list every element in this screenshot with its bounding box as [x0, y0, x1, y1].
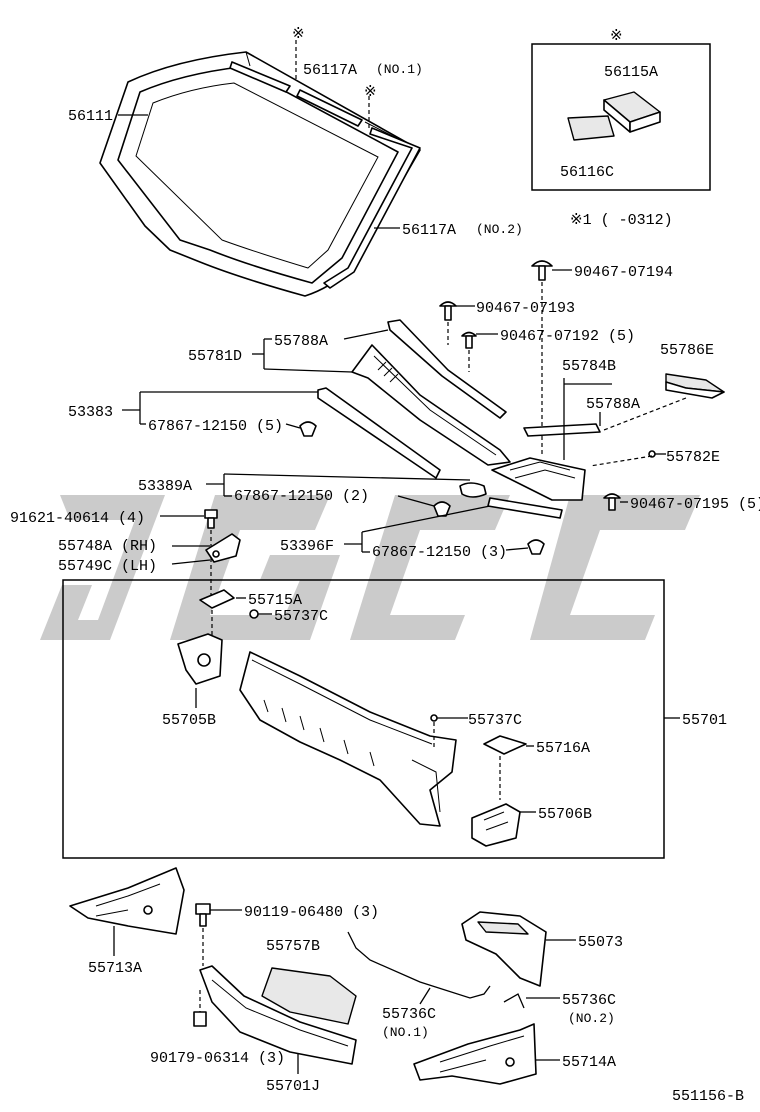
label-91621-40614: 91621-40614 (4) — [10, 510, 145, 527]
label-90179-06314: 90179-06314 (3) — [150, 1050, 285, 1067]
hinge-bracket — [205, 533, 241, 563]
label-55749c: 55749C (LH) — [58, 558, 157, 575]
hood-seal-53389a — [459, 482, 487, 498]
label-55701j: 55701J — [266, 1078, 320, 1095]
label-90467-07195: 90467-07195 (5) — [630, 496, 760, 513]
label-67867-12150-2: 67867-12150 (2) — [234, 488, 369, 505]
label-56111: 56111 — [68, 108, 113, 125]
nut-90179-06314 — [193, 1011, 207, 1027]
label-55737c-a: 55737C — [274, 608, 328, 625]
label-56117a-no2-qual: (NO.2) — [476, 222, 523, 237]
label-55788a-1: 55788A — [274, 333, 328, 350]
cowl-side-55714a — [413, 1023, 537, 1085]
star-mark-1: ※ — [292, 26, 305, 43]
inset-part-56116c — [567, 115, 615, 141]
brace-55706b — [471, 803, 521, 847]
label-55736c-no2: 55736C — [562, 992, 616, 1009]
label-90119-06480: 90119-06480 (3) — [244, 904, 379, 921]
bracket-55715a — [199, 589, 235, 609]
seal-53396f — [487, 497, 563, 519]
label-55748a: 55748A (RH) — [58, 538, 157, 555]
label-55713a: 55713A — [88, 960, 142, 977]
clip-90467-07193 — [439, 301, 457, 321]
cowl-side-55713a — [69, 867, 185, 935]
pipe-no2 — [503, 993, 525, 1009]
inset-box — [531, 43, 711, 191]
label-55073: 55073 — [578, 934, 623, 951]
bracket-55716a — [483, 735, 527, 755]
label-55714a: 55714A — [562, 1054, 616, 1071]
wclip-3 — [527, 539, 545, 555]
wclip-5 — [299, 421, 317, 437]
footnote: ※1 ( -0312) — [570, 212, 673, 229]
molding-no1 — [229, 61, 363, 127]
louver-seal — [387, 319, 507, 419]
pipe-no1 — [347, 931, 491, 999]
label-90467-07192: 90467-07192 (5) — [500, 328, 635, 345]
label-56115a: 56115A — [604, 64, 658, 81]
label-55781d: 55781D — [188, 348, 242, 365]
bolt-90119-06480 — [195, 903, 211, 927]
wclip-2 — [433, 501, 451, 517]
cowl-panel-box — [62, 579, 665, 859]
label-67867-12150-5: 67867-12150 (5) — [148, 418, 283, 435]
label-55737c-b: 55737C — [468, 712, 522, 729]
label-67867-12150-3: 67867-12150 (3) — [372, 544, 507, 561]
weatherstrip-53383 — [317, 387, 441, 479]
vent-seal — [523, 423, 601, 437]
clip-90467-07192 — [461, 331, 477, 349]
label-90467-07194: 90467-07194 — [574, 264, 673, 281]
cowl-lower-55701j — [199, 965, 357, 1065]
bolt-91621-40614 — [204, 509, 218, 529]
molding-no2 — [323, 127, 421, 289]
label-55716a: 55716A — [536, 740, 590, 757]
star-mark-2: ※ — [364, 84, 377, 101]
label-55706b: 55706B — [538, 806, 592, 823]
label-55736c-no1: 55736C — [382, 1006, 436, 1023]
label-55736c-no1-qual: (NO.1) — [382, 1025, 429, 1040]
label-53389a: 53389A — [138, 478, 192, 495]
label-56117a-no1-qual: (NO.1) — [376, 62, 423, 77]
label-55757b: 55757B — [266, 938, 320, 955]
label-55782e: 55782E — [666, 449, 720, 466]
cowl-louver — [351, 344, 511, 466]
insulator-55757b — [261, 967, 357, 1025]
brace-55705b — [177, 633, 223, 685]
clip-55737c-a — [249, 609, 259, 619]
label-55701: 55701 — [682, 712, 727, 729]
label-56116c: 56116C — [560, 164, 614, 181]
grille-55786e — [665, 373, 725, 399]
figure-id: 551156-B — [672, 1088, 744, 1105]
label-55786e: 55786E — [660, 342, 714, 359]
clip-90467-07195 — [603, 493, 621, 511]
clip-55737c-b — [430, 714, 438, 722]
label-56117a-no2: 56117A — [402, 222, 456, 239]
label-55736c-no2-qual: (NO.2) — [568, 1011, 615, 1026]
inset-part-56115a — [603, 91, 661, 133]
cowl-top-panel — [239, 651, 457, 827]
label-56117a-no1: 56117A — [303, 62, 357, 79]
label-55705b: 55705B — [162, 712, 216, 729]
cowl-box-55073 — [461, 911, 547, 987]
label-53383: 53383 — [68, 404, 113, 421]
label-55788a-2: 55788A — [586, 396, 640, 413]
label-55715a: 55715A — [248, 592, 302, 609]
clip-90467-07194 — [531, 260, 553, 281]
label-90467-07193: 90467-07193 — [476, 300, 575, 317]
label-55784b: 55784B — [562, 358, 616, 375]
vent-grille-55784b — [491, 457, 586, 501]
inset-star: ※ — [610, 28, 623, 45]
label-53396f: 53396F — [280, 538, 334, 555]
